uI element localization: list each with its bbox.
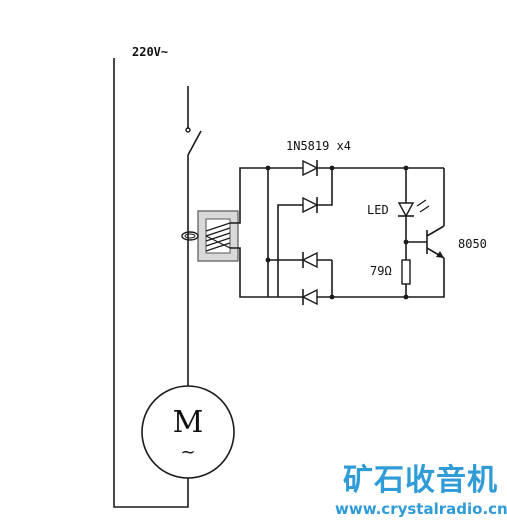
- led-branch: [397, 168, 415, 260]
- junction-dots: [265, 165, 409, 300]
- diode-d1: [302, 159, 319, 177]
- led-label: LED: [367, 203, 389, 217]
- watermark-url: www.crystalradio.cn: [335, 500, 507, 518]
- coil-leads: [230, 167, 268, 298]
- diode-d3: [301, 251, 318, 269]
- diode-d2: [302, 196, 319, 214]
- resistor-label: 79Ω: [370, 264, 392, 278]
- supply-voltage-label: 220V~: [132, 45, 168, 59]
- power-switch: [185, 127, 202, 156]
- bridge-rectifier-wiring: [267, 167, 444, 298]
- motor-letter: M: [173, 405, 204, 440]
- mains-wiring: [113, 58, 189, 508]
- resistor-79ohm: [401, 259, 411, 297]
- sensing-coil: [181, 210, 239, 262]
- transistor-8050: [332, 168, 445, 298]
- motor: [141, 385, 235, 479]
- led-light-arrows-icon: [416, 199, 430, 213]
- motor-ac-symbol: ~: [180, 442, 195, 463]
- diode-part-label: 1N5819 x4: [286, 139, 351, 153]
- diode-d4: [301, 288, 318, 306]
- watermark-site-name: 矿石收音机: [343, 463, 498, 498]
- transistor-label: 8050: [458, 237, 487, 251]
